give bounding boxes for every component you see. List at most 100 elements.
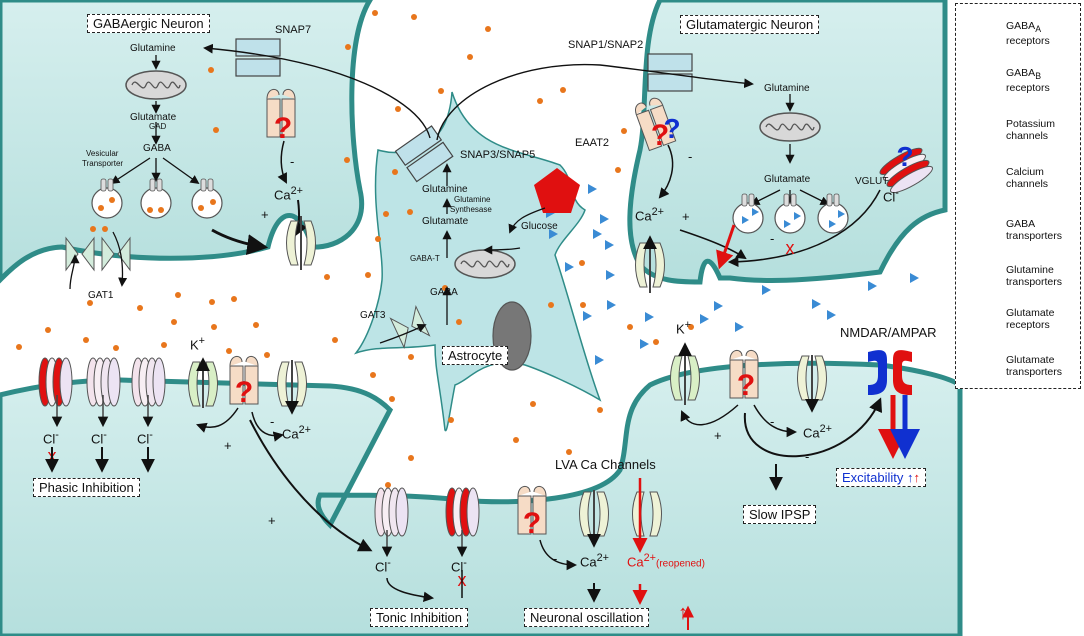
ca-sup: 2+: [298, 424, 311, 436]
ca-sup: 2+: [290, 185, 303, 197]
eaat2-transporter-icon: [534, 168, 580, 213]
vesicular-transporter-label: Transporter: [82, 159, 124, 168]
legend-gaba-b-sub: B: [1035, 71, 1042, 82]
mitochondrion-icon: [125, 70, 187, 100]
astro-glutamate: Glutamate: [422, 216, 469, 227]
ca-base: Ca: [803, 425, 820, 441]
k-sup: +: [684, 319, 691, 331]
ca-base: Ca: [635, 208, 652, 224]
cl-label: Cl-: [137, 429, 153, 447]
snap12-label: SNAP1/SNAP2: [568, 39, 644, 51]
nmdar-label: NMDAR/AMPAR: [840, 325, 937, 340]
legend-glutamate-transporters: Glutamate transporters: [1006, 354, 1063, 378]
plus-sign: +: [261, 207, 269, 222]
gaba-neuron-glutamate: Glutamate: [130, 112, 177, 123]
up-arrow-icon: ↑: [913, 470, 921, 485]
legend-glutamate-receptors: Glutamate receptors: [1006, 307, 1055, 331]
legend-potassium: Potassium channels: [1006, 118, 1056, 142]
neuronal-oscillation-box: Neuronal oscillation: [524, 608, 650, 627]
k-base: K: [676, 321, 685, 337]
plus-sign: +: [268, 513, 276, 528]
cl-label: Cl-: [375, 557, 391, 575]
legend-glutamine-transporters: Glutamine transporters: [1006, 264, 1063, 288]
k-base: K: [190, 337, 199, 353]
nmdar-ampar-receptor-icon: [868, 350, 912, 395]
glu-neuron-calcium: Ca2+: [635, 206, 664, 224]
minus-sign: -: [805, 449, 810, 464]
glu-neuron-chloride: Cl-: [883, 187, 899, 204]
cl-sup: -: [463, 557, 467, 569]
legend-gaba-a-base: GABA: [1006, 20, 1036, 32]
gaba-neuron-glutamine: Glutamine: [130, 43, 176, 54]
gaba-t-label: GABA-T: [410, 254, 440, 263]
post-right-calcium: Ca2+: [803, 424, 832, 441]
cl-sup: -: [895, 187, 899, 199]
question-mark-icon: [234, 376, 254, 409]
glu-neuron-title: Glutamatergic Neuron: [680, 15, 820, 34]
question-mark-icon: [522, 507, 542, 540]
snap7-label: SNAP7: [275, 24, 312, 36]
minus-sign: -: [770, 231, 775, 246]
cl-base: Cl: [137, 431, 150, 447]
gs-label: Synthesase: [450, 205, 492, 214]
ca-base: Ca: [282, 426, 299, 442]
k-label: K+: [676, 319, 691, 337]
up-arrow-icon: ↑: [907, 470, 914, 485]
glu-neuron-glutamine: Glutamine: [764, 83, 810, 94]
glucose-label: Glucose: [521, 221, 558, 232]
gs-label: Glutamine: [454, 195, 491, 204]
mitochondrion-icon: [759, 112, 821, 142]
cl-base: Cl: [91, 431, 104, 447]
astrocyte-title: Astrocyte: [442, 346, 509, 365]
cl-base: Cl: [43, 431, 56, 447]
k-label: K+: [190, 335, 205, 353]
minus-sign: -: [770, 414, 775, 429]
minus-sign: -: [290, 154, 295, 169]
glu-neuron-glutamate: Glutamate: [764, 174, 811, 185]
legend-gaba-b-text: receptors: [1006, 82, 1050, 95]
cl-sup: -: [149, 429, 153, 441]
gaba-neuron-calcium: Ca2+: [274, 185, 303, 203]
ca-sup: 2+: [596, 552, 609, 564]
cl-sup: -: [387, 557, 391, 569]
cl-sup: -: [103, 429, 107, 441]
question-mark-icon: [736, 369, 756, 402]
gaba-a-receptor-icon: [445, 487, 480, 537]
plus-sign: +: [224, 438, 232, 453]
vesicular-transporter-label: Vesicular: [86, 149, 119, 158]
plus-sign: +: [714, 428, 722, 443]
cl-sup: -: [55, 429, 59, 441]
svg-text:?: ?: [663, 113, 680, 144]
phasic-inhibition-box: Phasic Inhibition: [33, 478, 140, 497]
minus-sign: -: [270, 414, 275, 429]
minus-sign: -: [553, 551, 558, 566]
ca-base: Ca: [580, 554, 597, 570]
post-left-calcium: Ca2+: [282, 424, 311, 442]
gaba-a-receptor-icon: [38, 357, 73, 407]
reopened-calcium: Ca2+(reopened): [627, 553, 705, 569]
up-arrow-icon: ↑: [678, 602, 688, 624]
cl-label: Cl-: [451, 557, 467, 574]
legend-gaba-transporters: GABA transporters: [1006, 218, 1063, 242]
vglut-label: VGLUT: [855, 176, 889, 187]
excitability-label: Excitability: [842, 470, 904, 485]
ca-sup: 2+: [643, 552, 656, 564]
lva-label: LVA Ca Channels: [555, 457, 656, 472]
legend-gaba-a-text: receptors: [1006, 35, 1050, 48]
cl-base: Cl: [375, 559, 388, 575]
mitochondrion-icon: [454, 249, 516, 279]
gad-label: GAD: [149, 122, 167, 131]
ca-base: Ca: [627, 554, 644, 570]
ca-sup: 2+: [651, 206, 664, 218]
astro-gaba: GABA: [430, 287, 458, 298]
k-sup: +: [198, 335, 205, 347]
gaba-neuron-title: GABAergic Neuron: [87, 14, 210, 33]
ca-base: Ca: [274, 187, 291, 203]
excitability-box: Excitability ↑↑: [836, 468, 927, 487]
gat1-label: GAT1: [88, 290, 114, 301]
slow-ipsp-box: Slow IPSP: [743, 505, 817, 524]
